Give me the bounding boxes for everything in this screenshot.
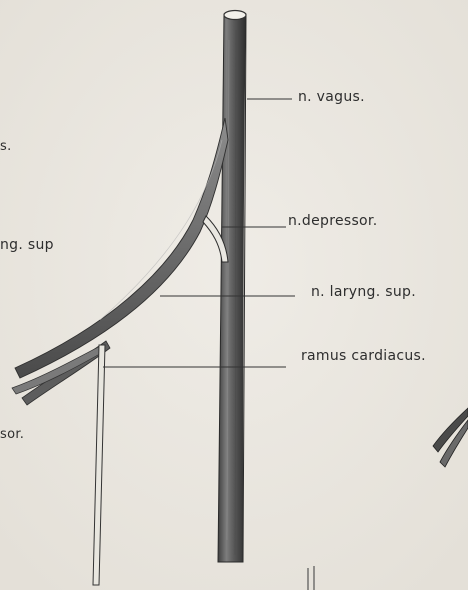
- label-vagus: n. vagus.: [298, 90, 365, 104]
- label-left-partial-ng-sup: ng. sup: [0, 238, 54, 252]
- vagus-trunk: [218, 14, 246, 562]
- ramus-cardiacus-branch: [93, 345, 105, 585]
- label-left-partial-sor: sor.: [0, 428, 24, 441]
- label-ramus-cardiacus: ramus cardiacus.: [301, 349, 426, 363]
- label-laryng-sup: n. laryng. sup.: [311, 285, 416, 299]
- label-left-partial-s: s.: [0, 140, 12, 153]
- bottom-marks: [308, 566, 314, 590]
- vagus-cut-end: [224, 11, 246, 20]
- label-depressor: n.depressor.: [288, 214, 377, 228]
